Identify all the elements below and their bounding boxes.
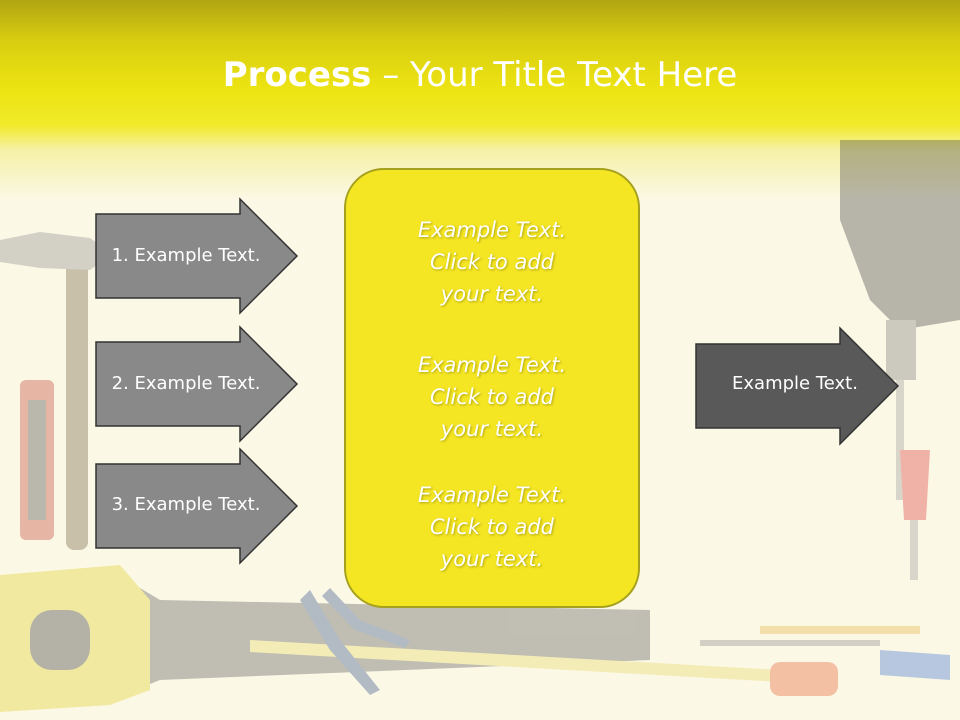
center-text-box[interactable]: Example Text. Click to add your text. Ex… xyxy=(344,168,640,608)
title-rest: – Your Title Text Here xyxy=(371,55,738,95)
title-band xyxy=(0,0,960,200)
left-arrow-1-label: 1. Example Text. xyxy=(111,245,261,266)
drill-icon xyxy=(840,140,960,500)
center-paragraph-2-line-2: Click to add xyxy=(429,385,554,409)
center-paragraph-1-line-1: Example Text. xyxy=(417,218,567,242)
title-bold: Process xyxy=(222,55,372,95)
center-paragraph-2-line-1: Example Text. xyxy=(417,353,567,377)
center-paragraph-1: Example Text. Click to add your text. xyxy=(346,214,638,310)
left-arrow-3-label: 3. Example Text. xyxy=(111,494,261,515)
left-arrow-2-label: 2. Example Text. xyxy=(111,373,261,394)
hand-saw-icon xyxy=(0,565,650,712)
pencil-icon xyxy=(760,626,920,634)
center-paragraph-1-line-3: your text. xyxy=(440,282,544,306)
screwdriver-icon xyxy=(700,450,950,680)
center-paragraph-2-line-3: your text. xyxy=(440,417,544,441)
slide-title: Process – Your Title Text Here xyxy=(0,52,960,98)
center-paragraph-3-line-3: your text. xyxy=(440,547,544,571)
center-paragraph-3: Example Text. Click to add your text. xyxy=(346,479,638,575)
right-arrow-label: Example Text. xyxy=(732,373,858,394)
hammer-icon xyxy=(0,232,112,550)
center-paragraph-3-line-1: Example Text. xyxy=(417,483,567,507)
center-paragraph-2: Example Text. Click to add your text. xyxy=(346,349,638,445)
center-paragraph-1-line-2: Click to add xyxy=(429,250,554,274)
pliers-icon xyxy=(300,588,410,695)
utility-knife-icon xyxy=(20,380,54,540)
tape-measure-icon xyxy=(250,640,838,696)
center-paragraph-3-line-2: Click to add xyxy=(429,515,554,539)
